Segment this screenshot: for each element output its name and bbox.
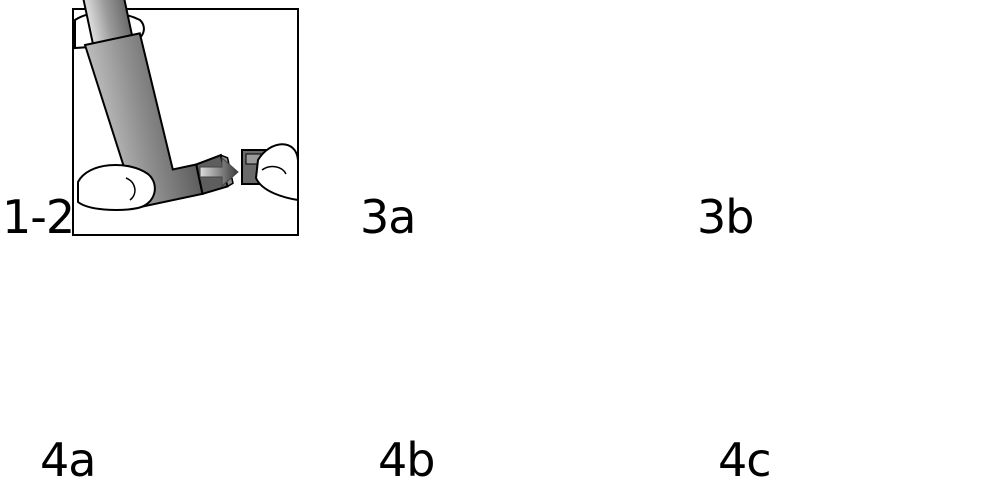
step-label: 4a [40,433,96,487]
step-label: 3a [360,190,416,244]
step-label: 4b [378,433,435,487]
step-label: 3b [697,190,754,244]
hand-icon [77,163,156,211]
step-label: 1-2 [2,190,75,244]
step-label: 4c [718,433,772,487]
panel-1-2 [71,0,299,236]
hand-icon [254,143,299,202]
arrow-icon [199,156,239,188]
